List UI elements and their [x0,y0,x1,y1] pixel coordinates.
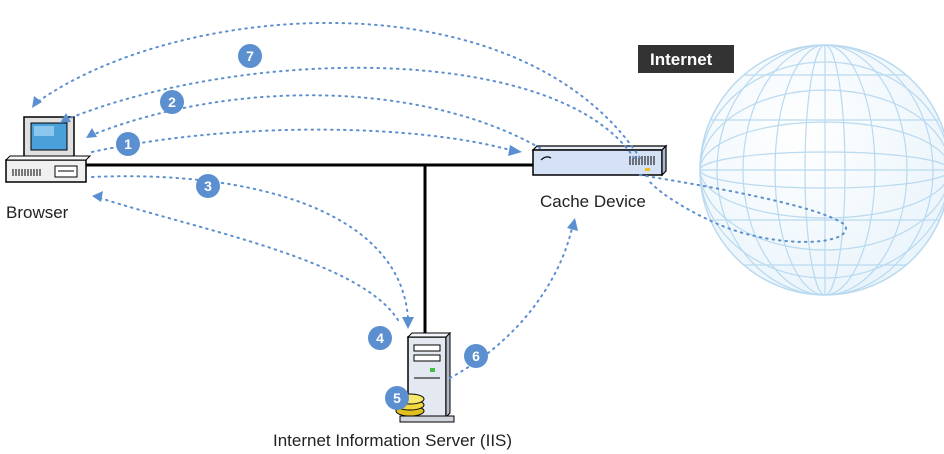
internet-label: Internet [650,50,713,69]
step-badge-4: 4 [368,326,392,350]
step-number-1: 1 [124,136,132,152]
arrowhead-6 [567,218,578,231]
flow-path-7-inner [64,66,635,159]
step-number-6: 6 [472,348,480,364]
network-cable [85,163,540,340]
step-number-3: 3 [204,178,212,194]
step-badge-3: 3 [196,174,220,198]
internet-tag: Internet [638,45,734,73]
step-badge-5: 5 [385,386,409,410]
step-number-2: 2 [168,94,176,110]
flow-path-7-outer [35,21,641,159]
flow-path-internet [639,174,847,243]
step-badge-7: 7 [238,44,262,68]
step-badge-6: 6 [464,344,488,368]
internet-globe [699,44,944,296]
cache-device-label: Cache Device [540,192,646,211]
flow-path-3 [91,175,409,319]
step-number-5: 5 [393,390,401,406]
step-number-7: 7 [246,48,254,64]
flow-path-1 [91,128,511,153]
flow-path-2 [91,94,541,149]
arrowhead-2 [86,128,97,138]
iis-label: Internet Information Server (IIS) [273,431,512,450]
arrowhead-3 [402,317,414,329]
arrowhead-4 [92,191,103,202]
step-number-4: 4 [376,330,384,346]
flow-path-4 [99,197,399,321]
step-badge-1: 1 [116,132,140,156]
arrowhead-7b [60,113,71,123]
arrowhead-7 [32,96,42,108]
arrowhead-1 [508,145,522,156]
browser-label: Browser [6,203,69,222]
iis-server-icon [395,331,455,423]
browser-computer-icon [4,116,92,183]
step-badge-2: 2 [160,90,184,114]
cache-device-icon [531,144,668,177]
